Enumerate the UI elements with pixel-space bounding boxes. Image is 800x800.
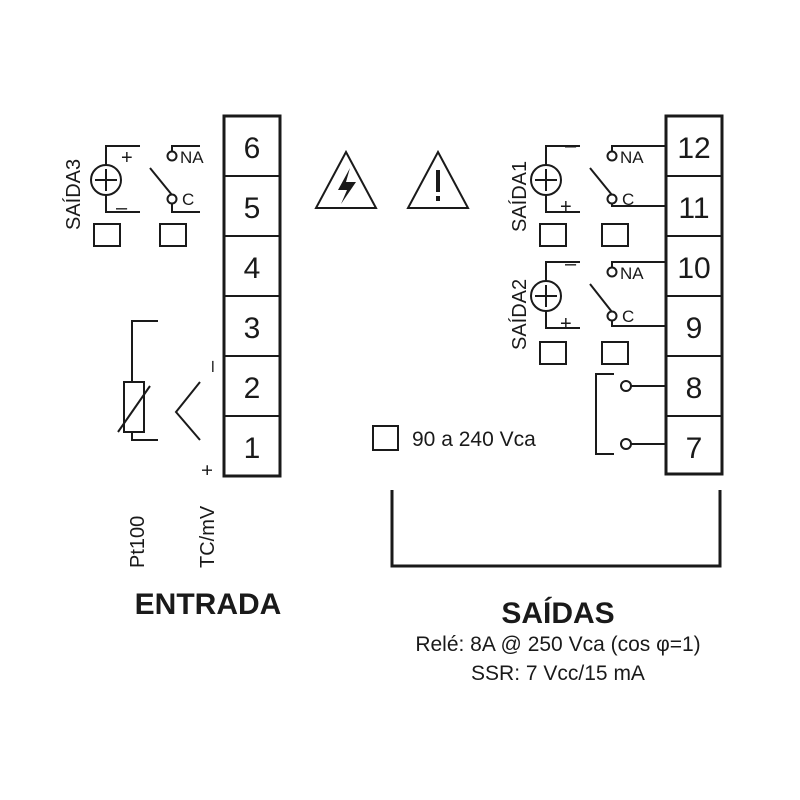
saida2-c: C [622,307,634,326]
ssr-checkbox-icon [93,223,121,247]
left-terminal-label: 1 [244,432,261,465]
right-terminal-label: 7 [686,432,703,465]
saida1-label: SAÍDA1 [508,161,531,232]
thermocouple-icon [174,381,201,441]
saida3-group: SAÍDA3 + – NA C [62,145,204,247]
left-terminal-label: 6 [244,132,261,165]
relay-spec: Relé: 8A @ 250 Vca (cos φ=1) [415,633,700,656]
right-terminal-label: 10 [677,252,710,285]
saida3-minus: – [116,197,128,219]
left-terminal-label: 4 [244,252,261,285]
pt100-resistor-icon [123,381,145,433]
power-label: 90 a 240 Vca [412,428,536,451]
ssr-spec: SSR: 7 Vcc/15 mA [471,662,645,685]
outputs-group: SAÍDAS Relé: 8A @ 250 Vca (cos φ=1) SSR:… [390,490,722,685]
saida2-label: SAÍDA2 [508,279,531,350]
saida1-minus: – [565,135,577,157]
caution-icon [406,149,470,209]
relay-checkbox-icon [601,223,629,247]
saidas-title: SAÍDAS [501,596,614,630]
right-terminal-label: 12 [677,132,710,165]
high-voltage-warning-icon [314,149,378,209]
right-terminal-block: 12 11 10 9 8 7 [664,114,724,476]
saida1-c: C [622,190,634,209]
saida2-group: SAÍDA2 – + NA C [508,253,666,365]
left-terminal-label: 5 [244,192,261,225]
saida1-plus: + [560,196,572,218]
left-terminal-block: 6 5 4 3 2 1 [222,114,282,478]
tc-plus: + [197,464,219,476]
left-terminal-label: 3 [244,312,261,345]
saida3-c: C [182,190,194,209]
relay-checkbox-icon [601,341,629,365]
relay-checkbox-icon [159,223,187,247]
right-terminal-label: 9 [686,312,703,345]
entrada-title: ENTRADA [135,588,282,621]
ssr-checkbox-icon [539,223,567,247]
tc-mv-label: TC/mV [197,505,219,568]
relay-switch-icon [589,283,613,313]
saida3-na: NA [180,148,204,167]
saida2-minus: – [565,253,577,275]
relay-switch-icon [589,167,613,196]
saida2-na: NA [620,264,644,283]
pt100-label: Pt100 [127,516,149,568]
right-terminal-label: 8 [686,372,703,405]
power-group: 90 a 240 Vca [372,373,666,455]
ssr-checkbox-icon [539,341,567,365]
saida1-na: NA [620,148,644,167]
right-terminal-label: 11 [678,192,709,225]
saida3-label: SAÍDA3 [62,159,85,230]
power-checkbox-icon [372,425,399,451]
tc-minus: – [201,360,223,372]
input-group: – Pt100 TC/mV + ENTRADA [117,320,282,621]
saida3-plus: + [121,147,133,169]
left-terminal-label: 2 [244,372,261,405]
relay-switch-icon [149,167,173,196]
saida2-plus: + [560,313,572,335]
saida1-group: SAÍDA1 – + NA C [508,135,666,247]
